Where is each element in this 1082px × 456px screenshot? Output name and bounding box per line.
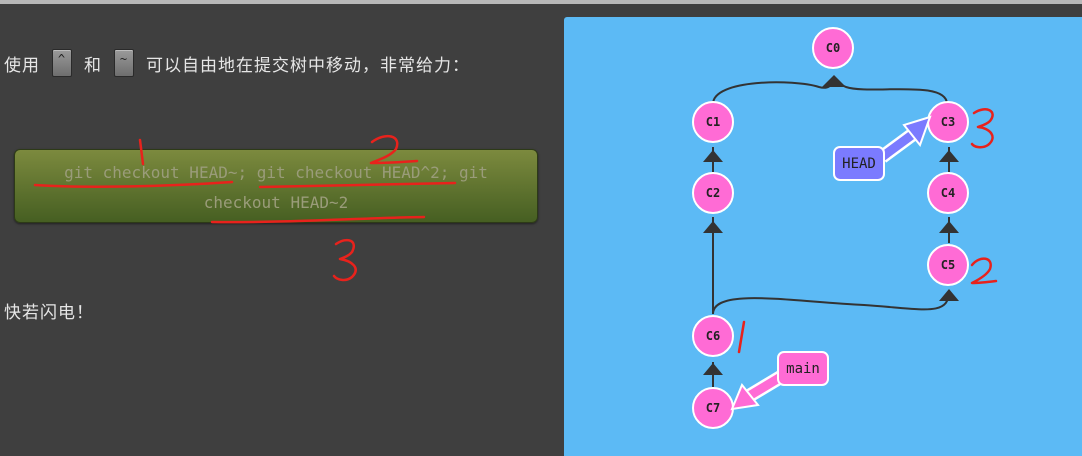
svg-text:C6: C6: [706, 329, 720, 343]
commit-tree-visualization: C0 C1 C2 C3 C4 C5 C6 C7: [564, 17, 1082, 456]
window-top-border: [0, 0, 1082, 4]
commit-c2: C2: [692, 172, 734, 214]
commit-c4: C4: [927, 172, 969, 214]
commit-c1: C1: [692, 101, 734, 143]
main-ref-label-box: [777, 351, 829, 386]
command-line-1: git checkout HEAD~; git checkout HEAD^2;…: [64, 163, 488, 182]
instruction-text-suffix: 可以自由地在提交树中移动，非常给力：: [146, 55, 470, 76]
caret-key: ^: [52, 49, 72, 77]
instruction-line-1: 使用 ^ 和 ~ 可以自由地在提交树中移动，非常给力：: [4, 49, 470, 77]
instruction-text-mid: 和: [84, 55, 102, 76]
svg-text:C4: C4: [941, 186, 955, 200]
svg-text:C3: C3: [941, 115, 955, 129]
mark-2-near-c5: [970, 257, 998, 285]
right-annotations: [737, 108, 998, 354]
main-ref: main: [730, 351, 829, 411]
svg-text:C1: C1: [706, 115, 720, 129]
commit-c7: C7: [692, 387, 734, 429]
svg-text:C7: C7: [706, 401, 720, 415]
instruction-line-2: 快若闪电！: [4, 303, 94, 323]
instruction-text-prefix: 使用: [4, 55, 40, 76]
mark-1-near-c6: [737, 320, 746, 354]
svg-text:C5: C5: [941, 258, 955, 272]
arrowhead-to-c3: [939, 150, 959, 162]
arrowhead-to-c4: [939, 221, 959, 233]
commit-c0: C0: [812, 27, 854, 69]
head-ref-arrowhead: [902, 115, 932, 148]
edge-c6-c5: [712, 290, 950, 315]
command-line-2: checkout HEAD~2: [203, 193, 349, 212]
instruction-panel: 使用 ^ 和 ~ 可以自由地在提交树中移动，非常给力： git checkout…: [0, 4, 560, 456]
arrowhead-to-c5: [939, 289, 959, 301]
arrowhead-to-c1: [703, 150, 723, 162]
main-ref-arrowhead: [730, 383, 760, 411]
arrowhead-to-c6: [703, 363, 723, 375]
head-ref: HEAD: [833, 115, 932, 181]
graph-arrowheads: [703, 75, 959, 375]
edge-c3-c0: [833, 83, 948, 105]
main-ref-label: main: [786, 361, 820, 377]
mark-3-near-c3: [970, 108, 994, 149]
head-ref-label: HEAD: [842, 156, 876, 172]
command-text: git checkout HEAD~; git checkout HEAD^2;…: [15, 158, 537, 218]
commit-graph: C0 C1 C2 C3 C4 C5 C6 C7: [692, 27, 998, 429]
command-box[interactable]: git checkout HEAD~; git checkout HEAD^2;…: [14, 149, 538, 223]
commit-c6: C6: [692, 315, 734, 357]
head-ref-label-box: [833, 146, 885, 181]
svg-text:C0: C0: [826, 41, 840, 55]
arrowhead-to-c0: [822, 75, 846, 87]
tilde-key: ~: [114, 49, 134, 77]
commit-c3: C3: [927, 101, 969, 143]
svg-text:C2: C2: [706, 186, 720, 200]
commit-c5: C5: [927, 244, 969, 286]
edge-c1-c0: [712, 81, 833, 105]
arrowhead-to-c2: [703, 221, 723, 233]
